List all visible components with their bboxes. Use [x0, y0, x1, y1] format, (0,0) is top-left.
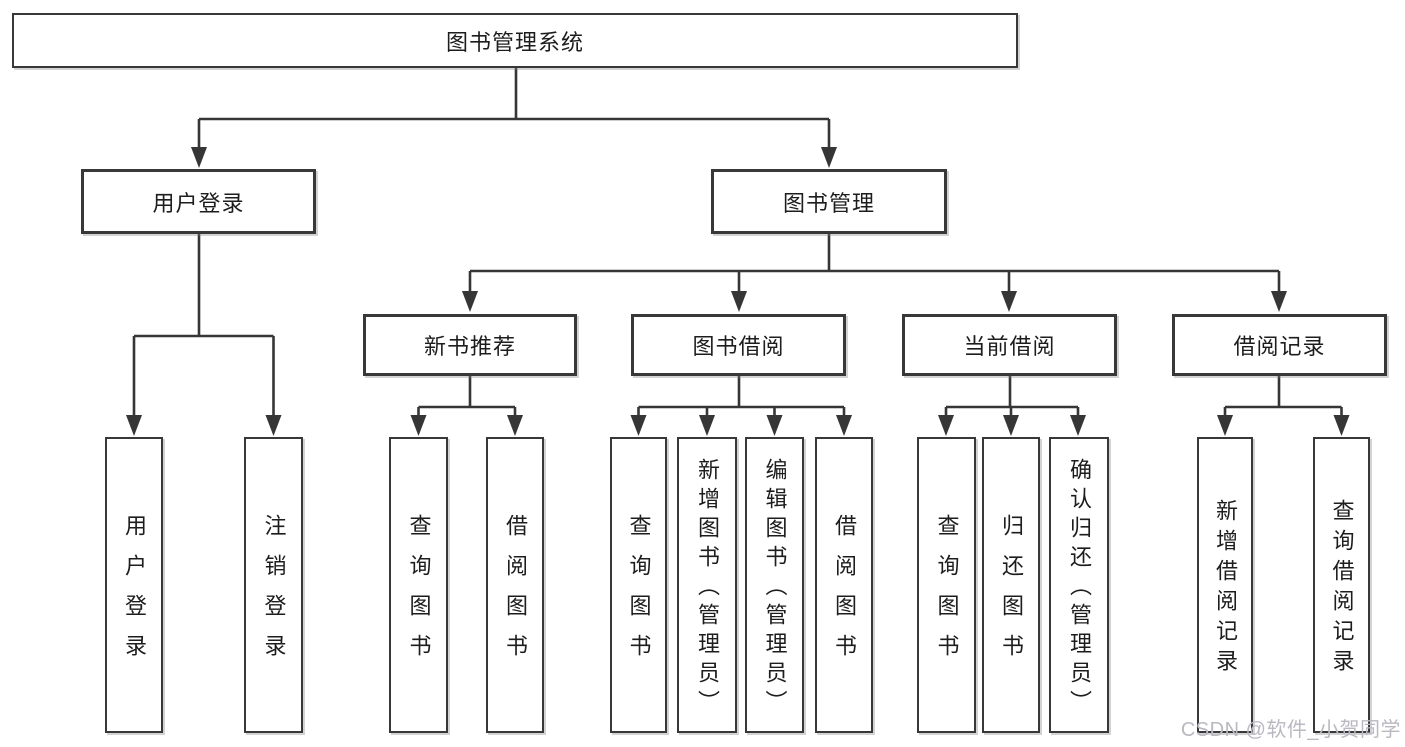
leaf-label: 注销登录 [261, 514, 287, 674]
leaf-label: 新增图书（管理员） [695, 458, 720, 719]
node-book-borrow: 图书借阅 [631, 314, 846, 376]
node-new-book-recommend: 新书推荐 [363, 314, 577, 376]
node-label: 图书管理系统 [445, 29, 584, 55]
leaf-label: 查询图书 [406, 514, 432, 674]
leaf-label: 查询图书 [626, 514, 652, 674]
leaf-label: 查询借阅记录 [1329, 499, 1355, 679]
arrowhead [699, 415, 715, 436]
node-library-system: 图书管理系统 [12, 13, 1018, 68]
leaf-label: 用户登录 [122, 514, 147, 674]
leaf-label: 查询图书 [934, 514, 960, 674]
leaf-label: 归还图书 [999, 514, 1024, 674]
leaf-label: 借阅图书 [832, 514, 857, 674]
connector-userlogin-to-leaves [132, 234, 275, 418]
leaf-confirm-return-admin: 确认归还（管理员） [1049, 437, 1109, 733]
arrowhead [462, 291, 478, 312]
node-label: 图书借阅 [692, 334, 785, 359]
arrowhead [1271, 291, 1287, 312]
node-label: 新书推荐 [423, 334, 516, 359]
csdn-watermark: CSDN @软件_小贺同学 [1180, 719, 1401, 741]
connector-records-to-leaves [1223, 376, 1343, 418]
arrowhead [1003, 415, 1019, 436]
arrowhead [938, 415, 954, 436]
arrowhead [1217, 415, 1233, 436]
leaf-add-books-admin: 新增图书（管理员） [677, 437, 737, 733]
arrowhead [836, 415, 852, 436]
arrowhead [126, 415, 142, 436]
leaf-label: 编辑图书（管理员） [762, 458, 788, 719]
connector-mgmt-to-level3 [468, 234, 1281, 294]
leaf-query-books-borrow: 查询图书 [610, 437, 667, 733]
leaf-label: 新增借阅记录 [1213, 499, 1238, 679]
leaf-query-borrow-record: 查询借阅记录 [1313, 437, 1370, 733]
node-label: 用户登录 [152, 190, 245, 216]
arrowhead [410, 415, 427, 436]
leaf-query-books-current: 查询图书 [917, 437, 976, 733]
arrowhead [265, 415, 282, 436]
arrowhead [1070, 415, 1086, 436]
node-current-borrow: 当前借阅 [902, 314, 1117, 376]
leaf-logout: 注销登录 [244, 437, 303, 733]
connector-newbooks-to-leaves [417, 376, 517, 418]
leaf-borrow-books-recommend: 借阅图书 [486, 437, 544, 733]
arrowhead [507, 415, 523, 436]
arrowhead [1333, 415, 1350, 436]
node-book-management: 图书管理 [711, 169, 947, 234]
leaf-borrow-books: 借阅图书 [815, 437, 873, 733]
node-borrow-records: 借阅记录 [1172, 314, 1387, 376]
node-label: 当前借阅 [963, 334, 1056, 359]
leaf-user-login: 用户登录 [105, 437, 163, 733]
arrowhead [766, 415, 783, 436]
connector-root-to-level2 [197, 68, 831, 150]
leaf-label: 确认归还（管理员） [1067, 458, 1092, 719]
arrowhead [731, 291, 747, 312]
leaf-return-books: 归还图书 [982, 437, 1040, 733]
connector-bookborrow-to-leaves [637, 376, 846, 418]
arrowhead [821, 147, 837, 168]
node-label: 图书管理 [782, 190, 875, 216]
arrowhead [1001, 291, 1017, 312]
leaf-label: 借阅图书 [503, 514, 528, 674]
leaf-query-books-recommend: 查询图书 [389, 437, 448, 733]
arrowhead [191, 147, 207, 168]
arrowhead [630, 415, 647, 436]
node-user-login: 用户登录 [81, 169, 316, 234]
node-label: 借阅记录 [1233, 334, 1326, 359]
leaf-add-borrow-record: 新增借阅记录 [1197, 437, 1253, 733]
connector-currentborrow-to-leaves [944, 376, 1080, 418]
leaf-edit-books-admin: 编辑图书（管理员） [745, 437, 804, 733]
